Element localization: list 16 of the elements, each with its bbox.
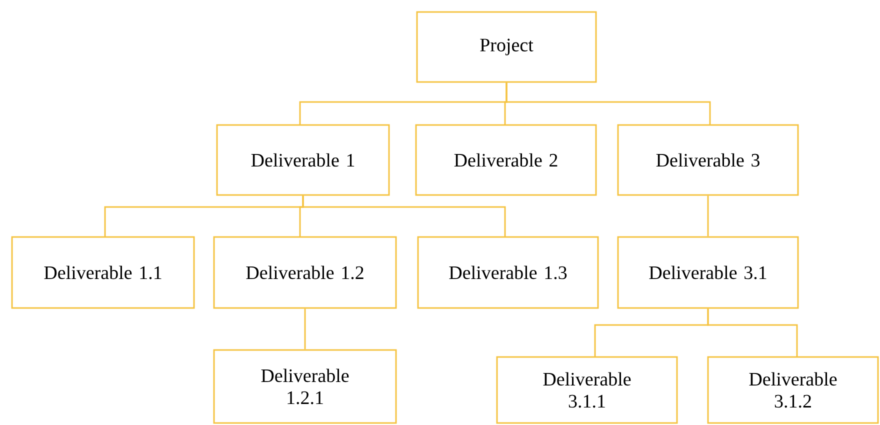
node-box: Deliverable 1.1 — [11, 236, 195, 309]
node-box: Deliverable 1.2.1 — [213, 349, 397, 424]
node-box: Deliverable 3.1 — [617, 236, 799, 309]
node-box: Project — [416, 11, 597, 83]
node-box: Deliverable 2 — [415, 124, 597, 196]
connector-line — [707, 308, 798, 357]
connector-line — [302, 196, 506, 237]
connector-line — [506, 82, 711, 125]
connector-line — [707, 196, 709, 236]
node-box: Deliverable 1.3 — [417, 236, 599, 309]
node-box: Deliverable 3.1.2 — [707, 356, 879, 424]
node-box: Deliverable 3.1.1 — [496, 356, 678, 424]
node-box: Deliverable 1 — [216, 124, 390, 196]
node-box: Deliverable 1.2 — [213, 236, 397, 309]
node-box: Deliverable 3 — [617, 124, 799, 196]
connector-line — [304, 308, 306, 350]
